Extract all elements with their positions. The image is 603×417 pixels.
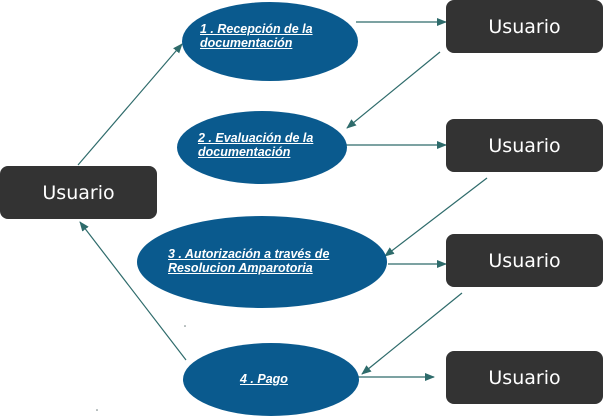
step-4-line1: 4 . Pago (240, 372, 288, 386)
step-1-line2: documentación (200, 36, 293, 50)
actor-user-2[interactable]: Usuario (446, 119, 603, 172)
step-3-line1: 3 . Autorización a través de (168, 247, 330, 261)
step-1-label: 1 . Recepción de la documentación (200, 22, 313, 50)
step-2-line2: documentación (198, 145, 291, 159)
step-3-line2: Resolucion Amparotoria (168, 261, 313, 275)
actor-main[interactable]: Usuario (0, 166, 157, 219)
actor-user-1[interactable]: Usuario (446, 0, 603, 53)
step-1-ellipse[interactable] (182, 2, 358, 81)
step-4-ellipse[interactable] (183, 343, 359, 416)
step-4-label: 4 . Pago (240, 372, 288, 386)
arrow-user1-to-step2 (346, 51, 441, 129)
dot-mark (184, 325, 186, 327)
step-2-line1: 2 . Evaluación de la (198, 131, 314, 145)
arrow-user3-to-step4 (361, 292, 463, 375)
step-1-line1: 1 . Recepción de la (200, 22, 313, 36)
step-2-ellipse[interactable] (177, 111, 347, 184)
step-3-label: 3 . Autorización a través de Resolucion … (168, 247, 329, 275)
actor-user-3[interactable]: Usuario (446, 234, 603, 287)
step-2-label: 2 . Evaluación de la documentación (198, 131, 313, 159)
arrow-user2-to-step3 (384, 177, 488, 257)
dot-mark (96, 409, 98, 411)
actor-user-4[interactable]: Usuario (446, 351, 603, 404)
arrow-main-to-step1 (77, 43, 183, 166)
step-3-ellipse[interactable] (137, 216, 387, 308)
arrow-step4-to-main (79, 221, 187, 361)
